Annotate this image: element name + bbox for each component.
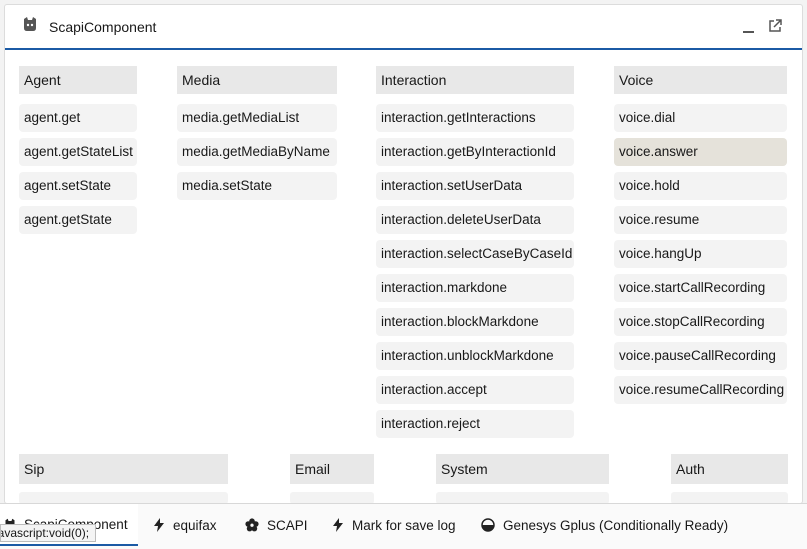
interaction-header: Interaction	[376, 66, 574, 94]
media-getmedialist-button[interactable]: media.getMediaList	[177, 104, 337, 132]
email-first-item[interactable]	[290, 492, 374, 503]
voice-stopcallrecording-button[interactable]: voice.stopCallRecording	[614, 308, 787, 336]
email-section: Email	[290, 454, 374, 503]
flower-icon	[245, 518, 259, 532]
utility-item-equifax[interactable]: equifax	[153, 504, 217, 546]
panel-header: ScapiComponent	[5, 5, 802, 50]
media-header: Media	[177, 66, 337, 94]
minimize-icon[interactable]	[740, 17, 758, 35]
interaction-column: Interaction interaction.getInteractions …	[376, 66, 574, 438]
voice-dial-button[interactable]: voice.dial	[614, 104, 787, 132]
voice-resumecallrecording-button[interactable]: voice.resumeCallRecording	[614, 376, 787, 404]
utility-label: Mark for save log	[352, 517, 456, 533]
sip-first-item[interactable]	[19, 492, 228, 503]
voice-startcallrecording-button[interactable]: voice.startCallRecording	[614, 274, 787, 302]
sip-section: Sip	[19, 454, 228, 503]
interaction-unblockmarkdone-button[interactable]: interaction.unblockMarkdone	[376, 342, 574, 370]
media-setstate-button[interactable]: media.setState	[177, 172, 337, 200]
interaction-selectcasebycaseid-button[interactable]: interaction.selectCaseByCaseId	[376, 240, 574, 268]
utility-label: equifax	[173, 517, 217, 533]
media-getmediabyname-button[interactable]: media.getMediaByName	[177, 138, 337, 166]
agent-get-button[interactable]: agent.get	[19, 104, 137, 132]
auth-first-item[interactable]	[671, 492, 788, 503]
voice-answer-button[interactable]: voice.answer	[614, 138, 787, 166]
voice-resume-button[interactable]: voice.resume	[614, 206, 787, 234]
agent-getstate-button[interactable]: agent.getState	[19, 206, 137, 234]
component-icon	[24, 17, 36, 31]
voice-pausecallrecording-button[interactable]: voice.pauseCallRecording	[614, 342, 787, 370]
sip-header: Sip	[19, 454, 228, 484]
utility-item-mark-for-save-log[interactable]: Mark for save log	[332, 504, 456, 546]
panel-title: ScapiComponent	[49, 19, 157, 35]
voice-header: Voice	[614, 66, 787, 94]
system-first-item[interactable]	[436, 492, 609, 503]
voice-hold-button[interactable]: voice.hold	[614, 172, 787, 200]
email-header: Email	[290, 454, 374, 484]
status-url-text: javascript:void(0);	[0, 526, 90, 540]
utility-label: SCAPI	[267, 517, 308, 533]
utility-label: Genesys Gplus (Conditionally Ready)	[503, 517, 729, 533]
half-circle-icon	[481, 518, 495, 532]
voice-column: Voice voice.dial voice.answer voice.hold…	[614, 66, 787, 404]
system-section: System	[436, 454, 609, 503]
interaction-markdone-button[interactable]: interaction.markdone	[376, 274, 574, 302]
auth-header: Auth	[671, 454, 788, 484]
media-column: Media media.getMediaList media.getMediaB…	[177, 66, 337, 200]
interaction-blockmarkdone-button[interactable]: interaction.blockMarkdone	[376, 308, 574, 336]
utility-item-genesys-gplus[interactable]: Genesys Gplus (Conditionally Ready)	[481, 504, 728, 546]
agent-header: Agent	[19, 66, 137, 94]
interaction-reject-button[interactable]: interaction.reject	[376, 410, 574, 438]
lightning-icon	[333, 518, 343, 532]
interaction-accept-button[interactable]: interaction.accept	[376, 376, 574, 404]
utility-bar: ScapiComponent equifax SCAPI Mark for sa…	[0, 503, 807, 549]
interaction-setuserdata-button[interactable]: interaction.setUserData	[376, 172, 574, 200]
interaction-deleteuserdata-button[interactable]: interaction.deleteUserData	[376, 206, 574, 234]
system-header: System	[436, 454, 609, 484]
popout-icon[interactable]	[766, 17, 784, 35]
agent-getstatelist-button[interactable]: agent.getStateList	[19, 138, 137, 166]
agent-column: Agent agent.get agent.getStateList agent…	[19, 66, 137, 234]
voice-hangup-button[interactable]: voice.hangUp	[614, 240, 787, 268]
auth-section: Auth	[671, 454, 788, 503]
lightning-icon	[154, 518, 164, 532]
scapi-component-panel: ScapiComponent Agent agent.get agent.get…	[4, 4, 803, 504]
agent-setstate-button[interactable]: agent.setState	[19, 172, 137, 200]
interaction-getbyinteractionid-button[interactable]: interaction.getByInteractionId	[376, 138, 574, 166]
status-url-tooltip: javascript:void(0);	[0, 524, 96, 542]
interaction-getinteractions-button[interactable]: interaction.getInteractions	[376, 104, 574, 132]
utility-item-scapi[interactable]: SCAPI	[245, 504, 308, 546]
